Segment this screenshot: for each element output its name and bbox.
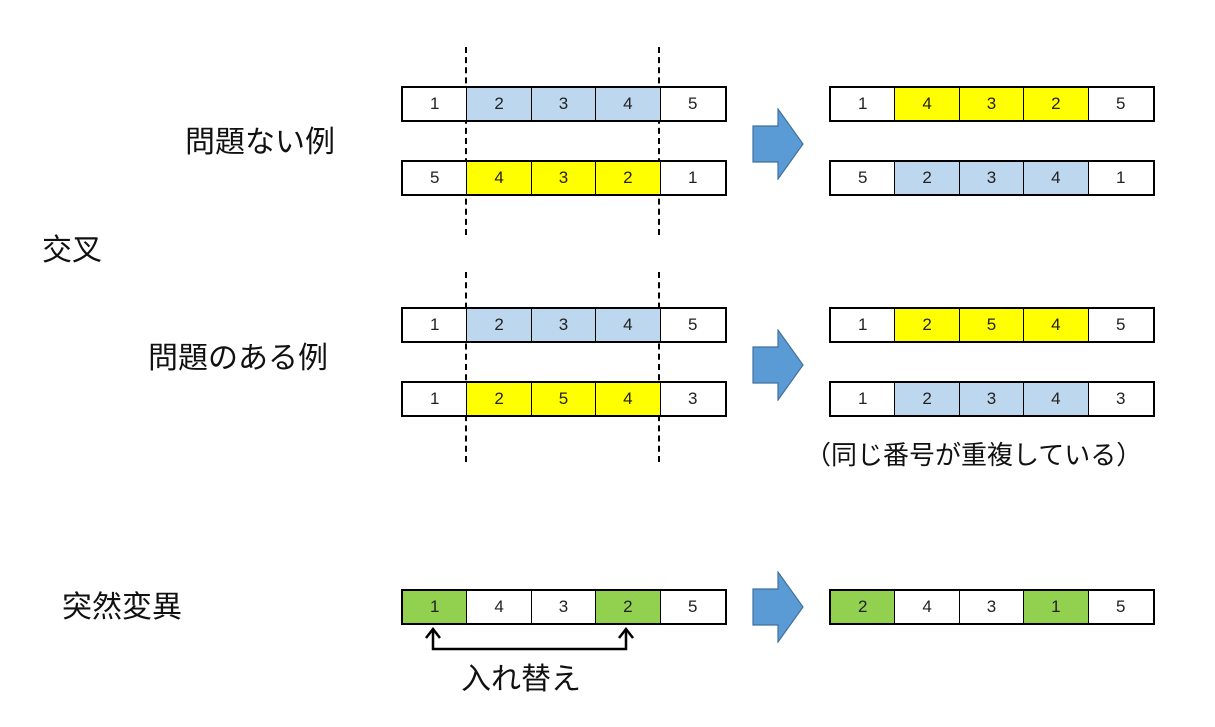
gene-cell: 4 bbox=[1024, 309, 1089, 341]
gene-cell: 1 bbox=[831, 383, 896, 415]
gene-cell: 1 bbox=[660, 162, 725, 194]
arrow-right-icon-ok bbox=[752, 108, 804, 180]
label-duplicate-note: （同じ番号が重複している） bbox=[805, 441, 1143, 471]
gene-cell: 2 bbox=[895, 162, 960, 194]
gene-cell: 4 bbox=[596, 88, 661, 120]
cut-line-left-bottom bbox=[465, 272, 467, 462]
gene-cell: 3 bbox=[959, 88, 1025, 120]
label-problem-example: 問題のある例 bbox=[148, 341, 328, 376]
gene-cell: 2 bbox=[467, 88, 532, 120]
cut-line-right-top bbox=[658, 47, 660, 235]
gene-cell: 3 bbox=[959, 162, 1025, 194]
gene-cell: 4 bbox=[1024, 383, 1089, 415]
gene-cell: 2 bbox=[895, 383, 960, 415]
gene-cell: 1 bbox=[403, 383, 468, 415]
label-swap: 入れ替え bbox=[461, 662, 581, 697]
gene-cell: 3 bbox=[959, 591, 1025, 623]
gene-cell: 3 bbox=[531, 309, 597, 341]
gene-cell: 2 bbox=[596, 591, 661, 623]
gene-cell: 5 bbox=[1088, 88, 1153, 120]
gene-cell: 5 bbox=[403, 162, 468, 194]
arrow-right-icon-mutation bbox=[752, 571, 804, 643]
label-ok-example: 問題ない例 bbox=[185, 125, 335, 160]
gene-cell: 1 bbox=[831, 88, 896, 120]
cut-line-right-bottom bbox=[658, 272, 660, 462]
gene-cell: 5 bbox=[660, 591, 725, 623]
gene-cell: 1 bbox=[1088, 162, 1153, 194]
gene-cell: 5 bbox=[1088, 591, 1153, 623]
arrow-right-icon-problem bbox=[752, 329, 804, 401]
cut-line-left-top bbox=[465, 47, 467, 235]
gene-cell: 2 bbox=[467, 383, 532, 415]
gene-cell: 4 bbox=[596, 309, 661, 341]
gene-cell: 5 bbox=[660, 88, 725, 120]
gene-cell: 4 bbox=[596, 383, 661, 415]
gene-cell: 2 bbox=[895, 309, 960, 341]
gene-cell: 1 bbox=[403, 309, 468, 341]
gene-cell: 4 bbox=[467, 162, 532, 194]
gene-cell: 1 bbox=[1024, 591, 1089, 623]
gene-cell: 5 bbox=[531, 383, 597, 415]
gene-cell: 5 bbox=[959, 309, 1025, 341]
gene-cell: 3 bbox=[1088, 383, 1153, 415]
gene-cell: 4 bbox=[1024, 162, 1089, 194]
gene-cell: 4 bbox=[895, 591, 960, 623]
gene-cell: 4 bbox=[895, 88, 960, 120]
gene-cell: 2 bbox=[467, 309, 532, 341]
gene-cell: 2 bbox=[831, 591, 896, 623]
gene-cell: 3 bbox=[531, 162, 597, 194]
gene-cell: 4 bbox=[467, 591, 532, 623]
gene-cell: 3 bbox=[531, 88, 597, 120]
gene-cell: 5 bbox=[1088, 309, 1153, 341]
gene-cell: 3 bbox=[660, 383, 725, 415]
gene-cell: 1 bbox=[403, 88, 468, 120]
label-mutation: 突然変異 bbox=[62, 590, 182, 625]
gene-cell: 3 bbox=[531, 591, 597, 623]
gene-cell: 3 bbox=[959, 383, 1025, 415]
gene-cell: 2 bbox=[596, 162, 661, 194]
label-crossover: 交叉 bbox=[42, 233, 102, 268]
gene-cell: 2 bbox=[1024, 88, 1089, 120]
gene-cell: 1 bbox=[831, 309, 896, 341]
gene-cell: 5 bbox=[660, 309, 725, 341]
gene-cell: 1 bbox=[403, 591, 468, 623]
gene-cell: 5 bbox=[831, 162, 896, 194]
